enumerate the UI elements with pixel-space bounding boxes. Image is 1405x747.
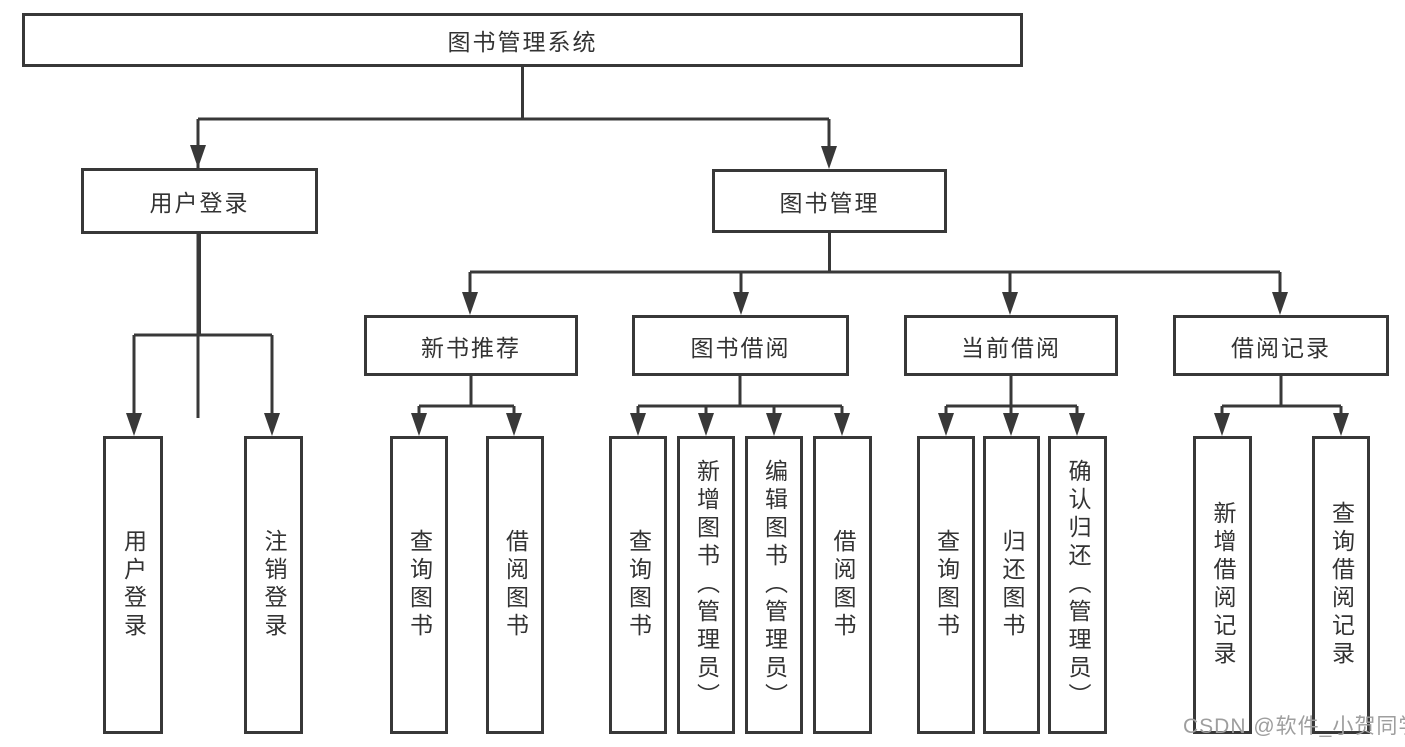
node-book-management: 图书管理 [712,169,947,233]
csdn-watermark: CSDN @软件_小贺同学 [1183,715,1405,738]
leaf-nbr-borrow-books: 借阅图书 [486,436,544,734]
connector-currentborrow-to-children [944,376,1079,416]
leaf-cb-query-books: 查询图书 [917,436,975,734]
node-library-system-label: 图书管理系统 [447,29,598,55]
connector-newbookrec-to-children [417,376,516,416]
node-current-borrowing: 当前借阅 [904,315,1118,376]
connector-userlogin-to-children [132,234,274,416]
leaf-bb-edit-books-admin: 编辑图书（管理员） [745,436,803,734]
node-new-book-recommend: 新书推荐 [364,315,578,376]
node-library-system: 图书管理系统 [22,13,1023,67]
node-book-management-label: 图书管理 [779,190,880,216]
leaf-logout-label: 注销登录 [261,529,287,641]
connector-bookborrow-to-children [636,376,844,416]
leaf-br-add-record: 新增借阅记录 [1193,436,1252,734]
node-current-borrowing-label: 当前借阅 [961,334,1061,361]
leaf-cb-confirm-return-admin: 确认归还（管理员） [1048,436,1107,734]
node-borrowing-records-label: 借阅记录 [1231,334,1331,361]
leaf-cb-confirm-return-admin-label: 确认归还（管理员） [1065,459,1091,711]
node-book-borrowing-label: 图书借阅 [690,334,791,361]
connector-bookmgmt-to-row3 [468,233,1282,295]
node-book-borrowing: 图书借阅 [632,315,849,376]
leaf-cb-return-books-label: 归还图书 [999,529,1025,641]
leaf-nbr-borrow-books-label: 借阅图书 [502,529,529,641]
leaf-nbr-query-books-label: 查询图书 [406,529,433,641]
leaf-br-query-record: 查询借阅记录 [1312,436,1370,734]
leaf-br-add-record-label: 新增借阅记录 [1210,501,1236,669]
leaf-bb-edit-books-admin-label: 编辑图书（管理员） [761,459,788,711]
node-user-login: 用户登录 [81,168,318,234]
leaf-nbr-query-books: 查询图书 [390,436,448,734]
node-borrowing-records: 借阅记录 [1173,315,1389,376]
leaf-bb-query-books-label: 查询图书 [625,529,652,641]
leaf-br-query-record-label: 查询借阅记录 [1328,501,1355,669]
leaf-bb-borrow-books-label: 借阅图书 [830,529,856,641]
arrowheads [126,145,1349,436]
leaf-user-login-label: 用户登录 [120,529,147,641]
leaf-logout: 注销登录 [244,436,303,734]
leaf-bb-add-books-admin-label: 新增图书（管理员） [693,459,720,711]
leaf-cb-query-books-label: 查询图书 [933,529,960,641]
leaf-bb-query-books: 查询图书 [609,436,667,734]
connector-borrowrecords-to-children [1220,376,1343,416]
node-new-book-recommend-label: 新书推荐 [421,334,521,361]
leaf-bb-borrow-books: 借阅图书 [813,436,872,734]
leaf-bb-add-books-admin: 新增图书（管理员） [677,436,735,734]
leaf-cb-return-books: 归还图书 [983,436,1040,734]
node-user-login-label: 用户登录 [149,190,250,216]
leaf-user-login: 用户登录 [103,436,163,734]
